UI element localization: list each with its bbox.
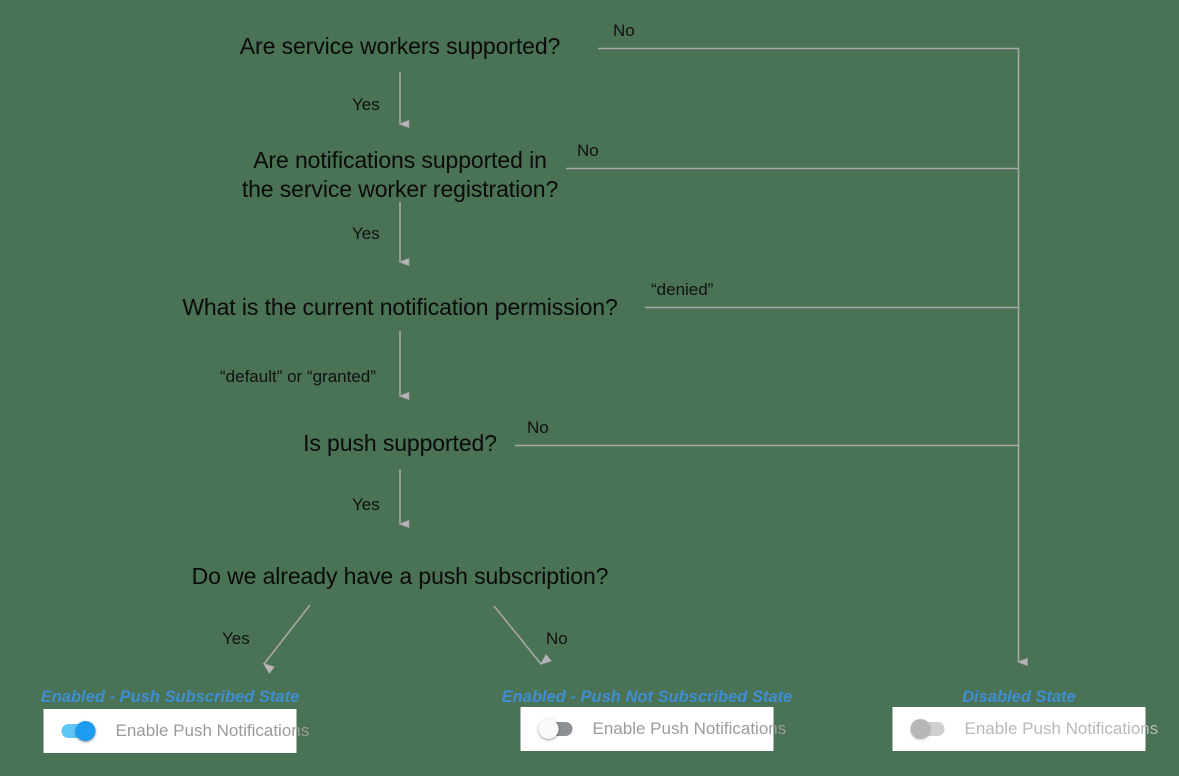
edge-label-service-workers-yes: Yes	[352, 95, 380, 114]
toggle-card-disabled: Enable Push Notifications	[892, 707, 1158, 751]
state-label-disabled: Disabled State	[962, 688, 1076, 706]
question-push-subscription: Do we already have a push subscription?	[191, 563, 609, 589]
edge-label-notifications-yes: Yes	[352, 224, 380, 243]
push-toggle-off[interactable]	[538, 719, 573, 739]
toggle-label-push-not-subscribed: Enable Push Notifications	[592, 719, 787, 738]
question-notification-permission: What is the current notification permiss…	[182, 294, 618, 320]
state-label-push-subscribed: Enabled - Push Subscribed State	[40, 688, 300, 706]
toggle-knob	[910, 719, 931, 739]
question-notifications-supported: Are notifications supported in the servi…	[242, 146, 558, 204]
edge-label-permission-default-granted: “default” or “granted”	[220, 367, 376, 386]
edge-label-notifications-no: No	[577, 141, 599, 160]
toggle-label-push-subscribed: Enable Push Notifications	[115, 721, 310, 740]
edge-label-subscription-no: No	[546, 629, 568, 648]
edge-label-push-supported-yes: Yes	[352, 495, 380, 514]
push-toggle-disabled	[910, 719, 945, 739]
toggle-knob	[538, 719, 559, 739]
edge-label-service-workers-no: No	[613, 21, 635, 40]
state-label-push-not-subscribed: Enabled - Push Not Subscribed State	[501, 688, 793, 706]
question-push-supported: Is push supported?	[303, 430, 497, 456]
question-service-workers: Are service workers supported?	[239, 33, 561, 59]
toggle-label-disabled: Enable Push Notifications	[964, 719, 1159, 738]
push-toggle-enabled[interactable]	[61, 721, 96, 741]
toggle-knob	[75, 721, 96, 741]
toggle-card-push-subscribed[interactable]: Enable Push Notifications	[43, 709, 309, 753]
question-notifications-line-1: Are notifications supported in	[253, 147, 547, 173]
edge-label-push-supported-no: No	[527, 418, 549, 437]
question-notifications-line-2: the service worker registration?	[241, 176, 559, 202]
edge-label-permission-denied: “denied”	[651, 280, 714, 299]
toggle-card-push-not-subscribed[interactable]: Enable Push Notifications	[520, 707, 786, 751]
edge-label-subscription-yes: Yes	[222, 629, 250, 648]
